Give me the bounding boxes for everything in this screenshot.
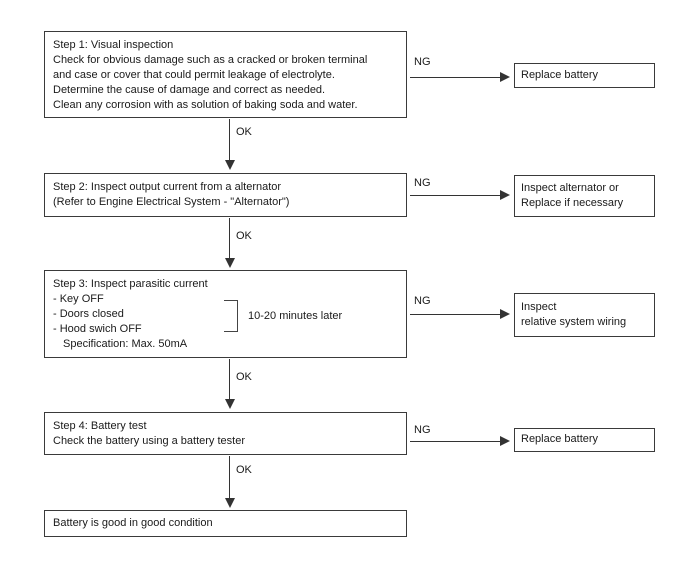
step-4-line-2: Check the battery using a battery tester [53,435,245,447]
step-1-line-5: Clean any corrosion with as solution of … [53,99,358,111]
step-3-line-4: - Hood swich OFF [53,323,142,335]
step-1-box: Step 1: Visual inspection Check for obvi… [44,31,407,118]
step-1-line-4: Determine the cause of damage and correc… [53,84,326,96]
grouping-bracket [224,300,238,332]
arrow-right-icon [500,72,510,82]
arrow-right-icon [500,436,510,446]
step-3-line-2: - Key OFF [53,293,104,305]
ok-label-1: OK [236,126,252,138]
step-4-line-1: Step 4: Battery test [53,420,147,432]
step-4-box: Step 4: Battery test Check the battery u… [44,412,407,455]
result-line-1: Battery is good in good condition [53,517,213,529]
ok-label-3: OK [236,371,252,383]
ok-connector-line-3 [229,359,230,399]
ng-connector-line-2 [410,195,501,196]
ok-connector-line-2 [229,218,230,258]
result-box: Battery is good in good condition [44,510,407,537]
ng-connector-line-4 [410,441,501,442]
ng-action-2-line-1: Inspect alternator or [521,182,619,194]
ng-action-box-3: Inspect relative system wiring [514,293,655,337]
ng-label-2: NG [414,177,431,189]
arrow-down-icon [224,399,235,409]
arrow-down-icon [224,498,235,508]
ok-connector-line-1 [229,119,230,160]
ng-action-box-1: Replace battery [514,63,655,88]
ng-label-4: NG [414,424,431,436]
ng-action-4-line-1: Replace battery [521,433,599,445]
ng-action-box-2: Inspect alternator or Replace if necessa… [514,175,655,217]
step-2-box: Step 2: Inspect output current from a al… [44,173,407,217]
step-1-line-2: Check for obvious damage such as a crack… [53,54,368,66]
ok-label-2: OK [236,230,252,242]
arrow-right-icon [500,190,510,200]
step-3-line-5: Specification: Max. 50mA [63,338,188,350]
ng-action-2-line-2: Replace if necessary [521,197,624,209]
step-2-line-1: Step 2: Inspect output current from a al… [53,181,282,193]
ng-action-3-line-1: Inspect [521,301,557,313]
arrow-down-icon [224,258,235,268]
ok-connector-line-4 [229,456,230,498]
step-3-box: Step 3: Inspect parasitic current - Key … [44,270,407,358]
arrow-down-icon [224,160,235,170]
step-3-line-1: Step 3: Inspect parasitic current [53,278,208,290]
bracket-annotation: 10-20 minutes later [248,310,343,322]
ng-label-3: NG [414,295,431,307]
ng-connector-line-3 [410,314,501,315]
arrow-right-icon [500,309,510,319]
step-2-line-2: (Refer to Engine Electrical System - "Al… [53,196,290,208]
ok-label-4: OK [236,464,252,476]
ng-action-3-line-2: relative system wiring [521,316,627,328]
step-1-line-1: Step 1: Visual inspection [53,39,174,51]
ng-action-1-line-1: Replace battery [521,69,599,81]
step-3-line-3: - Doors closed [53,308,124,320]
ng-action-box-4: Replace battery [514,428,655,452]
ng-label-1: NG [414,56,431,68]
step-1-line-3: and case or cover that could permit leak… [53,69,335,81]
ng-connector-line-1 [410,77,501,78]
